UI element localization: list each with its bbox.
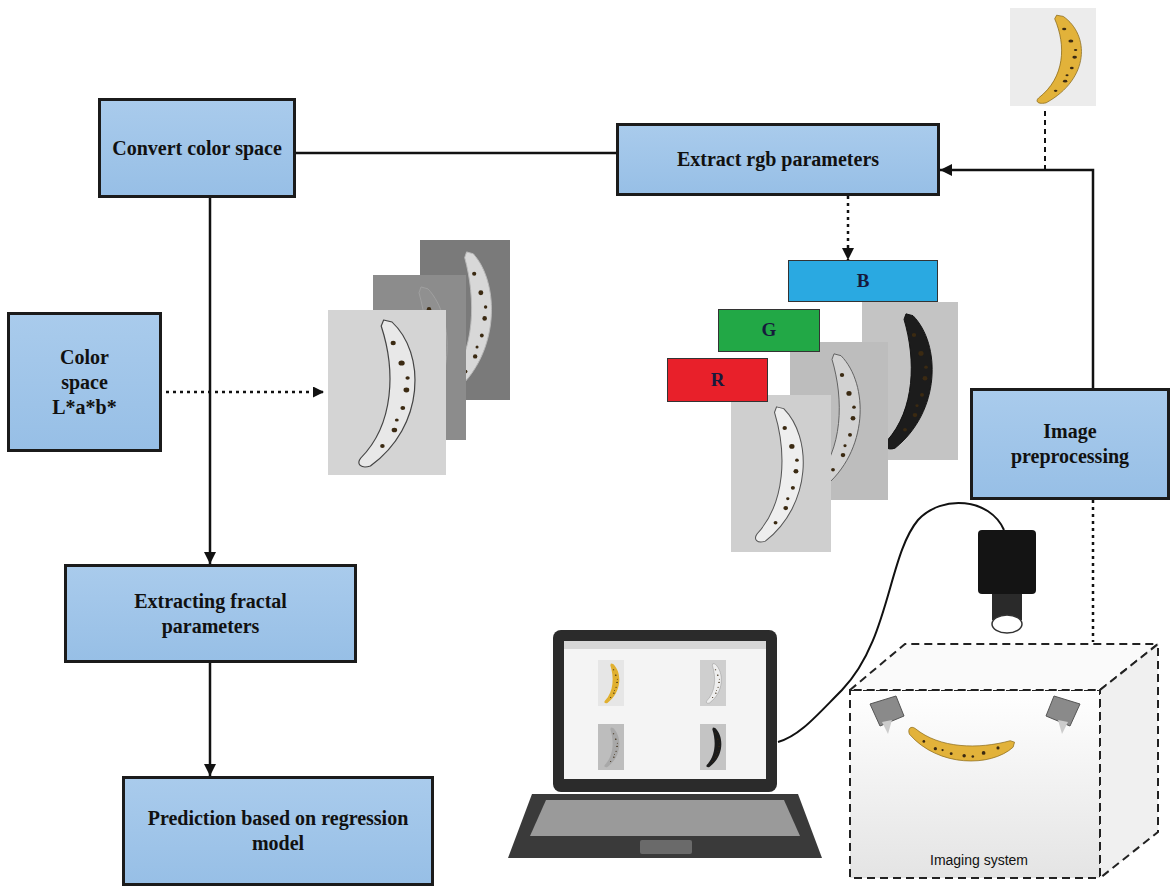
banana: [359, 320, 415, 467]
dashed-branch: [1044, 107, 1046, 170]
channel-box: R: [667, 358, 768, 402]
node-label: Extract rgb parameters: [677, 147, 879, 172]
connector: [1092, 500, 1095, 642]
banana: [706, 728, 721, 768]
side-face: [1100, 644, 1158, 878]
imaging-box-outline: [848, 642, 1160, 880]
banana: [604, 664, 619, 704]
laptop-screen: [564, 641, 766, 779]
node-label: Convert color space: [112, 136, 282, 161]
banana: [604, 728, 619, 768]
channel-box: B: [788, 260, 938, 302]
connector: [209, 663, 212, 776]
banana-photo: [1010, 8, 1096, 106]
thumbnail: [700, 724, 726, 770]
connector: [847, 196, 850, 260]
banana: [756, 407, 804, 542]
window-bar: [564, 641, 766, 649]
process-box: Extract rgb parameters: [616, 123, 940, 196]
node-label: Imaging system: [930, 852, 1028, 868]
laptop-base: [508, 794, 822, 858]
node-label: Image preprocessing: [988, 419, 1153, 469]
l-image: [328, 310, 446, 475]
channel-box: G: [718, 309, 820, 352]
banana: [885, 314, 932, 449]
process-box: Color space L*a*b*: [7, 312, 162, 452]
thumbnail: [598, 724, 624, 770]
node-label: Prediction based on regression model: [146, 806, 411, 856]
keyboard: [530, 800, 800, 836]
node-label: Color space L*a*b*: [37, 345, 132, 420]
process-box: Convert color space: [98, 98, 296, 198]
lab-images: [328, 240, 510, 475]
banana: [1037, 15, 1081, 103]
dotted-pointer: [166, 391, 324, 394]
laptop: [508, 630, 822, 858]
node-label: G: [762, 319, 777, 342]
laptop-screen-frame: [553, 630, 777, 792]
front-face: [850, 690, 1100, 878]
process-box: Image preprocessing: [970, 388, 1170, 500]
r-channel-image: [731, 395, 831, 552]
connector: [209, 198, 212, 564]
photo-frame: [1010, 8, 1096, 106]
camera-body: [978, 530, 1036, 594]
lens-ring: [992, 615, 1022, 633]
camera: [978, 530, 1036, 633]
process-box: Extracting fractal parameters: [64, 564, 357, 663]
thumbnail: [598, 660, 624, 706]
lamp-light: [1058, 720, 1068, 734]
connector: [296, 152, 616, 155]
banana: [909, 727, 1015, 761]
thumbnail: [700, 660, 726, 706]
node-label: B: [857, 270, 870, 293]
touchpad: [640, 840, 692, 854]
lamp-light: [882, 720, 892, 734]
node-label: Extracting fractal parameters: [96, 589, 326, 639]
process-box: Prediction based on regression model: [122, 776, 434, 886]
node-label: R: [711, 369, 725, 392]
connector: [940, 170, 1093, 388]
imaging-system: Imaging system: [848, 642, 1160, 880]
banana: [706, 664, 721, 704]
